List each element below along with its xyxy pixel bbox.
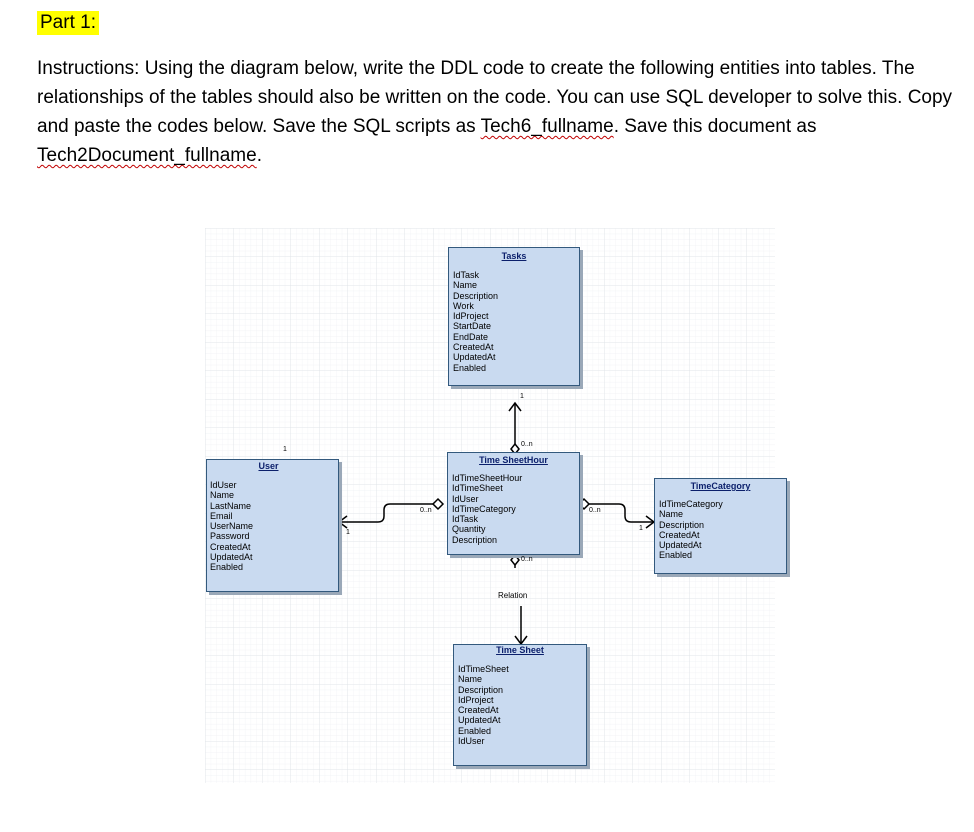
- entity-field: IdUser: [210, 480, 237, 490]
- entity-field: UpdatedAt: [458, 715, 501, 726]
- entity-field: IdTask: [452, 514, 479, 525]
- entity-field: Name: [659, 509, 684, 520]
- label-tasks-many: 0..n: [521, 441, 533, 448]
- entity-title: TimeCategory: [690, 481, 751, 491]
- entity-field: Enabled: [659, 550, 693, 561]
- entity-field: IdProject: [453, 311, 489, 322]
- label-user-many: 0..n: [420, 507, 432, 514]
- entity-field: Description: [659, 519, 705, 530]
- entity-field: IdTask: [453, 270, 480, 280]
- entity-field: IdUser: [452, 493, 479, 504]
- label-category-one: 1: [639, 525, 643, 532]
- entity-field: Email: [210, 510, 233, 521]
- entity-field: Enabled: [453, 362, 487, 373]
- entity-field: IdUser: [458, 736, 485, 747]
- entity-field: Name: [453, 280, 478, 291]
- rel-timesheethour-timecategory: [577, 497, 656, 529]
- rel-user-timesheethour: [337, 497, 445, 529]
- entity-field: IdTimeSheetHour: [452, 473, 523, 483]
- entity-field: CreatedAt: [210, 541, 251, 552]
- entity-field: Name: [458, 674, 483, 685]
- entity-field: UpdatedAt: [659, 540, 702, 551]
- entity-field: Work: [453, 300, 474, 311]
- entity-field: Quantity: [452, 524, 486, 535]
- entity-field: Description: [458, 684, 504, 695]
- entity-field: IdTimeSheet: [458, 664, 509, 674]
- instructions-middle: . Save this document as: [613, 116, 817, 137]
- entity-title: Time SheetHour: [479, 455, 548, 465]
- entity-field: CreatedAt: [453, 342, 494, 353]
- entity-field: IdTimeSheet: [452, 483, 503, 494]
- entity-field: Description: [452, 534, 498, 545]
- label-tasks-one: 1: [520, 393, 524, 400]
- instructions-end: .: [256, 145, 262, 166]
- instructions-paragraph: Instructions: Using the diagram below, w…: [37, 54, 962, 170]
- entity-field: StartDate: [453, 321, 492, 332]
- entity-field: CreatedAt: [659, 529, 700, 540]
- entity-field: CreatedAt: [458, 705, 499, 716]
- entity-field: UserName: [210, 521, 254, 532]
- entity-field: IdProject: [458, 694, 494, 705]
- script-name: Tech6_fullname: [480, 116, 614, 137]
- label-sheet-many: 0..n: [521, 556, 533, 563]
- entity-title: Tasks: [501, 251, 527, 261]
- entity-field: Password: [210, 531, 250, 542]
- entity-field: Enabled: [210, 562, 244, 573]
- entity-field: EndDate: [453, 331, 489, 342]
- entity-field: Name: [210, 490, 235, 501]
- instructions-intro: Instructions: Using the diagram below, w…: [37, 58, 953, 137]
- label-category-many: 0..n: [589, 507, 601, 514]
- label-relation: Relation: [498, 591, 528, 600]
- label-user-one-top: 1: [283, 446, 287, 453]
- entity-field: UpdatedAt: [210, 552, 253, 563]
- document-name: Tech2Document_fullname: [37, 145, 257, 166]
- entity-field: LastName: [210, 500, 252, 511]
- entity-field: IdTimeCategory: [452, 503, 516, 514]
- entity-field: UpdatedAt: [453, 352, 496, 363]
- entity-field: IdTimeCategory: [659, 499, 723, 509]
- part-title: Part 1:: [37, 11, 99, 35]
- entity-field: Description: [453, 290, 499, 301]
- entity-title: User: [258, 461, 279, 471]
- label-user-one: 1: [346, 529, 350, 536]
- entity-field: Enabled: [458, 725, 492, 736]
- entity-title: Time Sheet: [496, 645, 544, 655]
